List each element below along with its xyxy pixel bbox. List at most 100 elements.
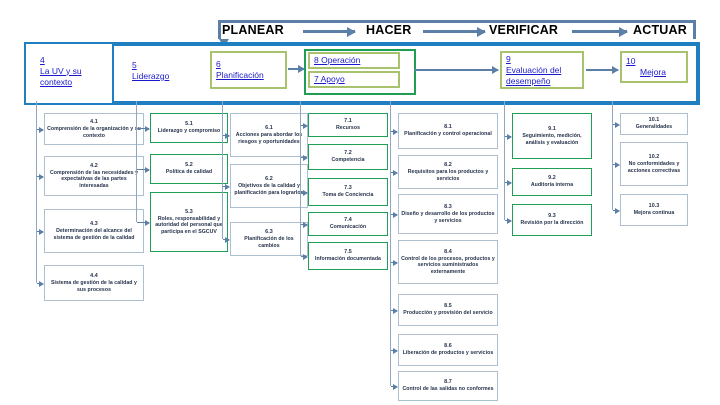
column-stem-col-9 [504, 101, 505, 220]
connector-stub [391, 347, 398, 354]
column-stem-col-5 [136, 101, 137, 222]
connector-stub [301, 253, 308, 260]
connector-stub [505, 179, 512, 186]
subclause-number: 4.2 [90, 162, 98, 169]
subclause-text: Seguimiento, medición, análisis y evalua… [522, 133, 582, 146]
subclause-text: Política de calidad [165, 169, 213, 176]
connector-stub [37, 126, 44, 133]
connector-stub [613, 207, 620, 214]
clause-box-10[interactable]: 10 Mejora [620, 51, 688, 83]
connector-8-to-9 [414, 66, 499, 74]
connector-stub [505, 217, 512, 224]
connector-stub [37, 173, 44, 180]
subclause-text: Acciones para abordar los riesgos y opor… [235, 132, 303, 145]
pdca-arrow-1 [303, 26, 356, 37]
pdca-step-planear: PLANEAR [222, 23, 284, 37]
subclause-number: 8.4 [444, 248, 452, 255]
subclause-text: Auditoría interna [530, 182, 574, 189]
subclause-text: Comprensión de las necesidades y expecta… [49, 169, 139, 189]
connector-stub [391, 383, 398, 390]
column-stem-col-6 [222, 101, 223, 239]
clause-4-title-line2: contexto [40, 76, 73, 87]
connector-stub [137, 166, 150, 173]
clause-box-8-operacion[interactable]: 8 Operación [308, 52, 400, 69]
subclause-text: Producción y provisión del servicio [403, 310, 493, 317]
clause-9-title-line2: desempeño [506, 75, 551, 86]
subclause-text: Comunicación [329, 224, 367, 231]
subclause-number: 4.4 [90, 273, 98, 280]
clause-box-9[interactable]: 9 Evaluación del desempeño [500, 51, 584, 89]
subclause-text: Competencia [331, 157, 365, 164]
connector-stub [505, 133, 512, 140]
subclause-number: 8.5 [444, 303, 452, 310]
connector-stub [137, 125, 150, 132]
subclause-text: Planificación y control operacional [404, 131, 492, 138]
connector-stub [301, 154, 308, 161]
clause-box-7-apoyo[interactable]: 7 Apoyo [308, 71, 400, 88]
subclause-text: Control de las salidas no conformes [402, 386, 494, 393]
clause-box-4[interactable]: 4 La UV y su contexto [36, 48, 108, 94]
subclause-text: Toma de Conciencia [322, 192, 374, 199]
clause-box-5[interactable]: 5 Liderazgo [128, 48, 206, 94]
subclause-text: Recursos [335, 125, 361, 132]
clause-7-title: 7 Apoyo [314, 74, 345, 84]
subclause-number: 9.3 [548, 213, 556, 220]
connector-6-to-8 [288, 65, 305, 73]
subclause-text: No conformidades y acciones correctivas [627, 161, 681, 174]
subclause-number: 8.2 [444, 162, 452, 169]
connector-stub [391, 169, 398, 176]
clause-6-number: 6 [216, 59, 221, 69]
subclause-number: 5.1 [185, 121, 193, 128]
connector-stub [37, 228, 44, 235]
subclause-number: 6.1 [265, 125, 273, 132]
subclause-number: 10.1 [648, 117, 660, 124]
clause-10-title: Mejora [640, 67, 666, 77]
column-stem-col-10 [612, 101, 613, 210]
subclause-number: 6.2 [265, 176, 273, 183]
clause-box-6[interactable]: 6 Planificación [210, 51, 287, 89]
subclause-text: Liderazgo y compromiso [157, 128, 221, 135]
